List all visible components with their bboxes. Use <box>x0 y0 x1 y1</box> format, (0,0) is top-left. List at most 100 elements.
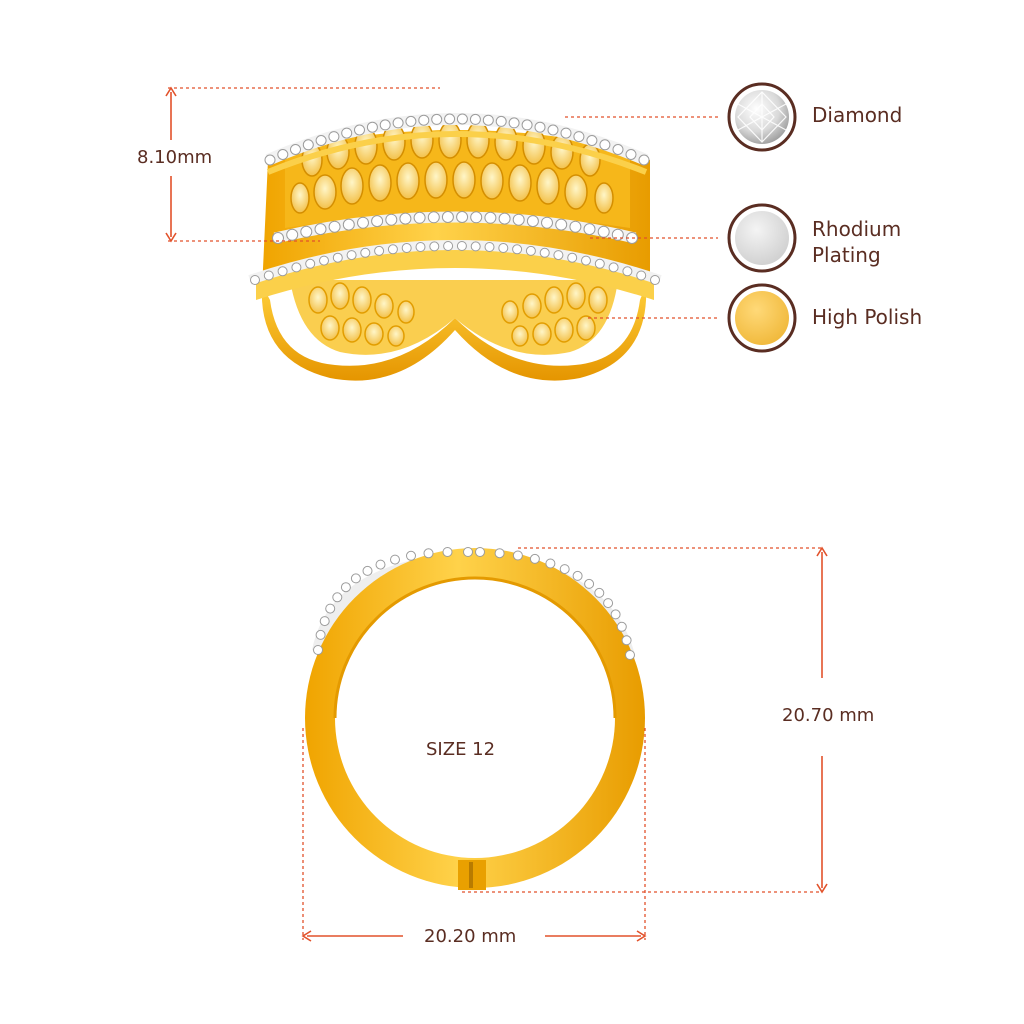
diamond-stone <box>379 119 391 131</box>
diamond-stone <box>456 211 469 223</box>
ring-size-label: SIZE 12 <box>426 739 496 760</box>
diamond-stone <box>610 609 621 620</box>
diamond-stone <box>342 218 355 231</box>
ring-inner-bevel <box>333 576 617 719</box>
diamond-stone <box>512 244 523 255</box>
diamond-stone <box>555 218 568 231</box>
diamond-stone <box>332 592 343 603</box>
diamond-stone <box>584 578 595 589</box>
diamond-stone <box>495 115 507 127</box>
diamond-stone <box>444 113 456 125</box>
ring-side-view <box>305 547 645 890</box>
diamond-stone <box>427 211 440 224</box>
diamond-stone <box>470 211 483 224</box>
diamond-stone <box>406 550 416 561</box>
diamond-stone <box>423 548 434 559</box>
diamond-stone <box>291 262 302 273</box>
diamond-stone <box>385 213 398 226</box>
diamond-stone <box>594 587 605 598</box>
diamond-stone <box>529 553 540 564</box>
diamond-stone <box>603 598 614 609</box>
diamond-stone <box>650 275 660 285</box>
diamond-stone <box>482 114 494 126</box>
diamond-stone <box>313 645 323 655</box>
diamond-stone <box>612 144 624 155</box>
diamond-stone <box>418 114 430 126</box>
diamond-stone <box>366 121 378 133</box>
ring-width-label: 20.20 mm <box>424 926 517 947</box>
diamond-stone <box>559 564 570 575</box>
diamond-stone <box>325 603 336 614</box>
diamond-stone <box>463 547 473 557</box>
diamond-stone <box>319 616 330 627</box>
diamond-stone <box>608 262 619 273</box>
diamond-stone <box>512 550 523 561</box>
diamond-stone <box>583 223 596 236</box>
diamond-stone <box>272 232 284 244</box>
diamond-stone <box>638 154 650 166</box>
diamond-stone <box>390 554 400 565</box>
diamond-stone <box>616 621 627 632</box>
diamond-stone <box>277 149 289 160</box>
diamond-stone <box>469 113 481 125</box>
diamond-stone <box>441 211 454 223</box>
diamond-stone <box>586 135 598 146</box>
diamond-stone <box>541 216 553 229</box>
diamond-stone <box>636 270 647 281</box>
diamond-stone <box>521 119 533 131</box>
diamond-stone <box>526 215 539 228</box>
diamond-stone <box>250 275 260 285</box>
diamond-stone <box>413 211 426 224</box>
diamond-stone <box>498 212 511 225</box>
diamond-stone <box>475 547 485 557</box>
diamond-stone <box>300 225 313 238</box>
diamond-stone <box>442 547 453 557</box>
diamond-stone <box>328 131 340 143</box>
legend-label-diamond: Diamond <box>812 103 903 127</box>
diamond-stone <box>405 115 417 127</box>
upper-diamond-row <box>264 113 650 166</box>
diamond-stone <box>371 215 384 228</box>
diamond-stone <box>539 247 550 258</box>
diamond-stone <box>567 252 578 263</box>
diamond-stone <box>594 258 605 269</box>
diamond-stone <box>611 228 624 241</box>
diamond-stone <box>277 266 288 277</box>
diamond-stone <box>375 559 386 570</box>
legend-label-high-polish: High Polish <box>812 305 923 329</box>
legend-swatches <box>727 82 797 353</box>
diamond-stone <box>470 241 481 252</box>
diamond-stone <box>315 135 327 146</box>
diamond-stone <box>494 548 505 559</box>
diamond-stone <box>581 255 591 266</box>
diamond-stone <box>362 565 373 576</box>
diamond-stone <box>512 213 525 226</box>
diamond-stone <box>341 127 353 139</box>
diamond-stone <box>392 117 404 129</box>
diamond-stone <box>319 255 329 266</box>
diamond-stone <box>314 223 327 236</box>
diamond-stone <box>263 270 274 281</box>
diamond-icon <box>727 82 797 152</box>
diamond-stone <box>569 220 582 233</box>
diamond-stone <box>340 582 351 593</box>
diamond-stone <box>354 124 365 136</box>
diamond-stone <box>286 228 299 241</box>
ring-height-label: 20.70 mm <box>782 705 875 726</box>
diamond-stone <box>553 250 564 261</box>
diamond-stone <box>534 121 546 133</box>
diamond-stone <box>429 241 440 252</box>
diamond-stone <box>484 242 495 252</box>
diamond-stone <box>357 216 369 229</box>
diamond-stone <box>525 245 536 256</box>
diamond-stone <box>399 212 412 225</box>
diamond-stone <box>264 154 276 166</box>
diamond-stone <box>597 225 610 238</box>
diamond-stone <box>599 139 611 151</box>
diamond-stone <box>350 573 361 584</box>
diamond-stone <box>346 250 357 261</box>
diamond-stone <box>498 243 509 253</box>
diamond-stone <box>443 241 454 251</box>
diamond-stone <box>332 252 343 263</box>
